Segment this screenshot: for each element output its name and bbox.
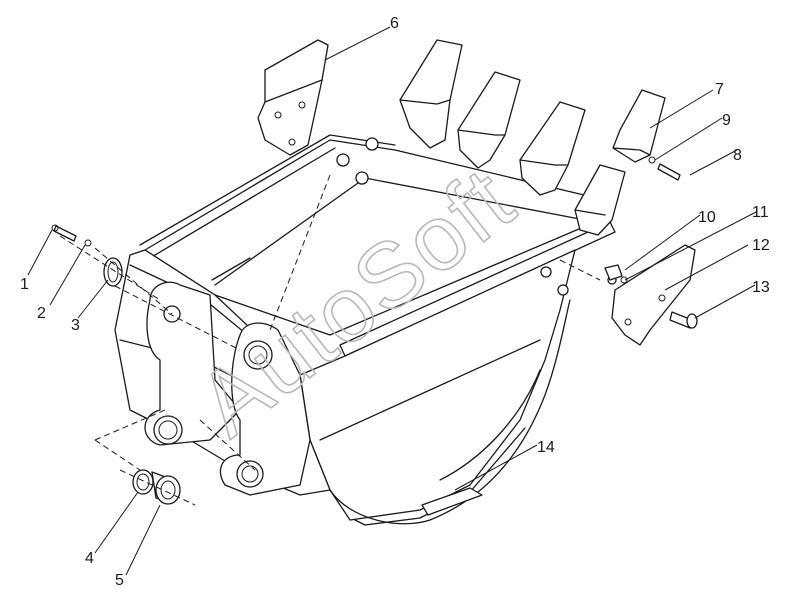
callout-9: 9 <box>722 112 731 129</box>
callout-5: 5 <box>115 572 124 589</box>
callout-6: 6 <box>390 15 399 32</box>
alignment-lines <box>59 174 601 506</box>
bolt-13 <box>669 311 698 329</box>
callout-13: 13 <box>752 279 770 296</box>
callout-14: 14 <box>537 439 555 456</box>
callout-4: 4 <box>85 550 94 567</box>
callout-7: 7 <box>715 81 724 98</box>
callout-8: 8 <box>733 147 742 164</box>
leader-lines <box>27 26 757 576</box>
o-ring-3 <box>103 257 123 287</box>
callout-2: 2 <box>37 305 46 322</box>
callout-11: 11 <box>752 204 769 221</box>
bushing-5 <box>151 471 181 505</box>
side-cutter-right <box>611 244 696 346</box>
side-cutter-left <box>257 39 329 156</box>
ring-2 <box>84 239 92 247</box>
pin-8 <box>648 156 681 181</box>
bucket-teeth <box>399 39 666 236</box>
pin-1 <box>51 224 77 242</box>
nut-11 <box>604 264 628 284</box>
callout-1: 1 <box>20 276 29 293</box>
bushing-4 <box>132 469 154 495</box>
callout-labels: 1 2 3 4 5 6 7 8 9 10 11 12 13 14 <box>20 15 770 589</box>
callout-12: 12 <box>752 237 770 254</box>
callout-10: 10 <box>698 209 716 226</box>
right-mount-plate <box>219 322 311 496</box>
callout-3: 3 <box>71 317 80 334</box>
